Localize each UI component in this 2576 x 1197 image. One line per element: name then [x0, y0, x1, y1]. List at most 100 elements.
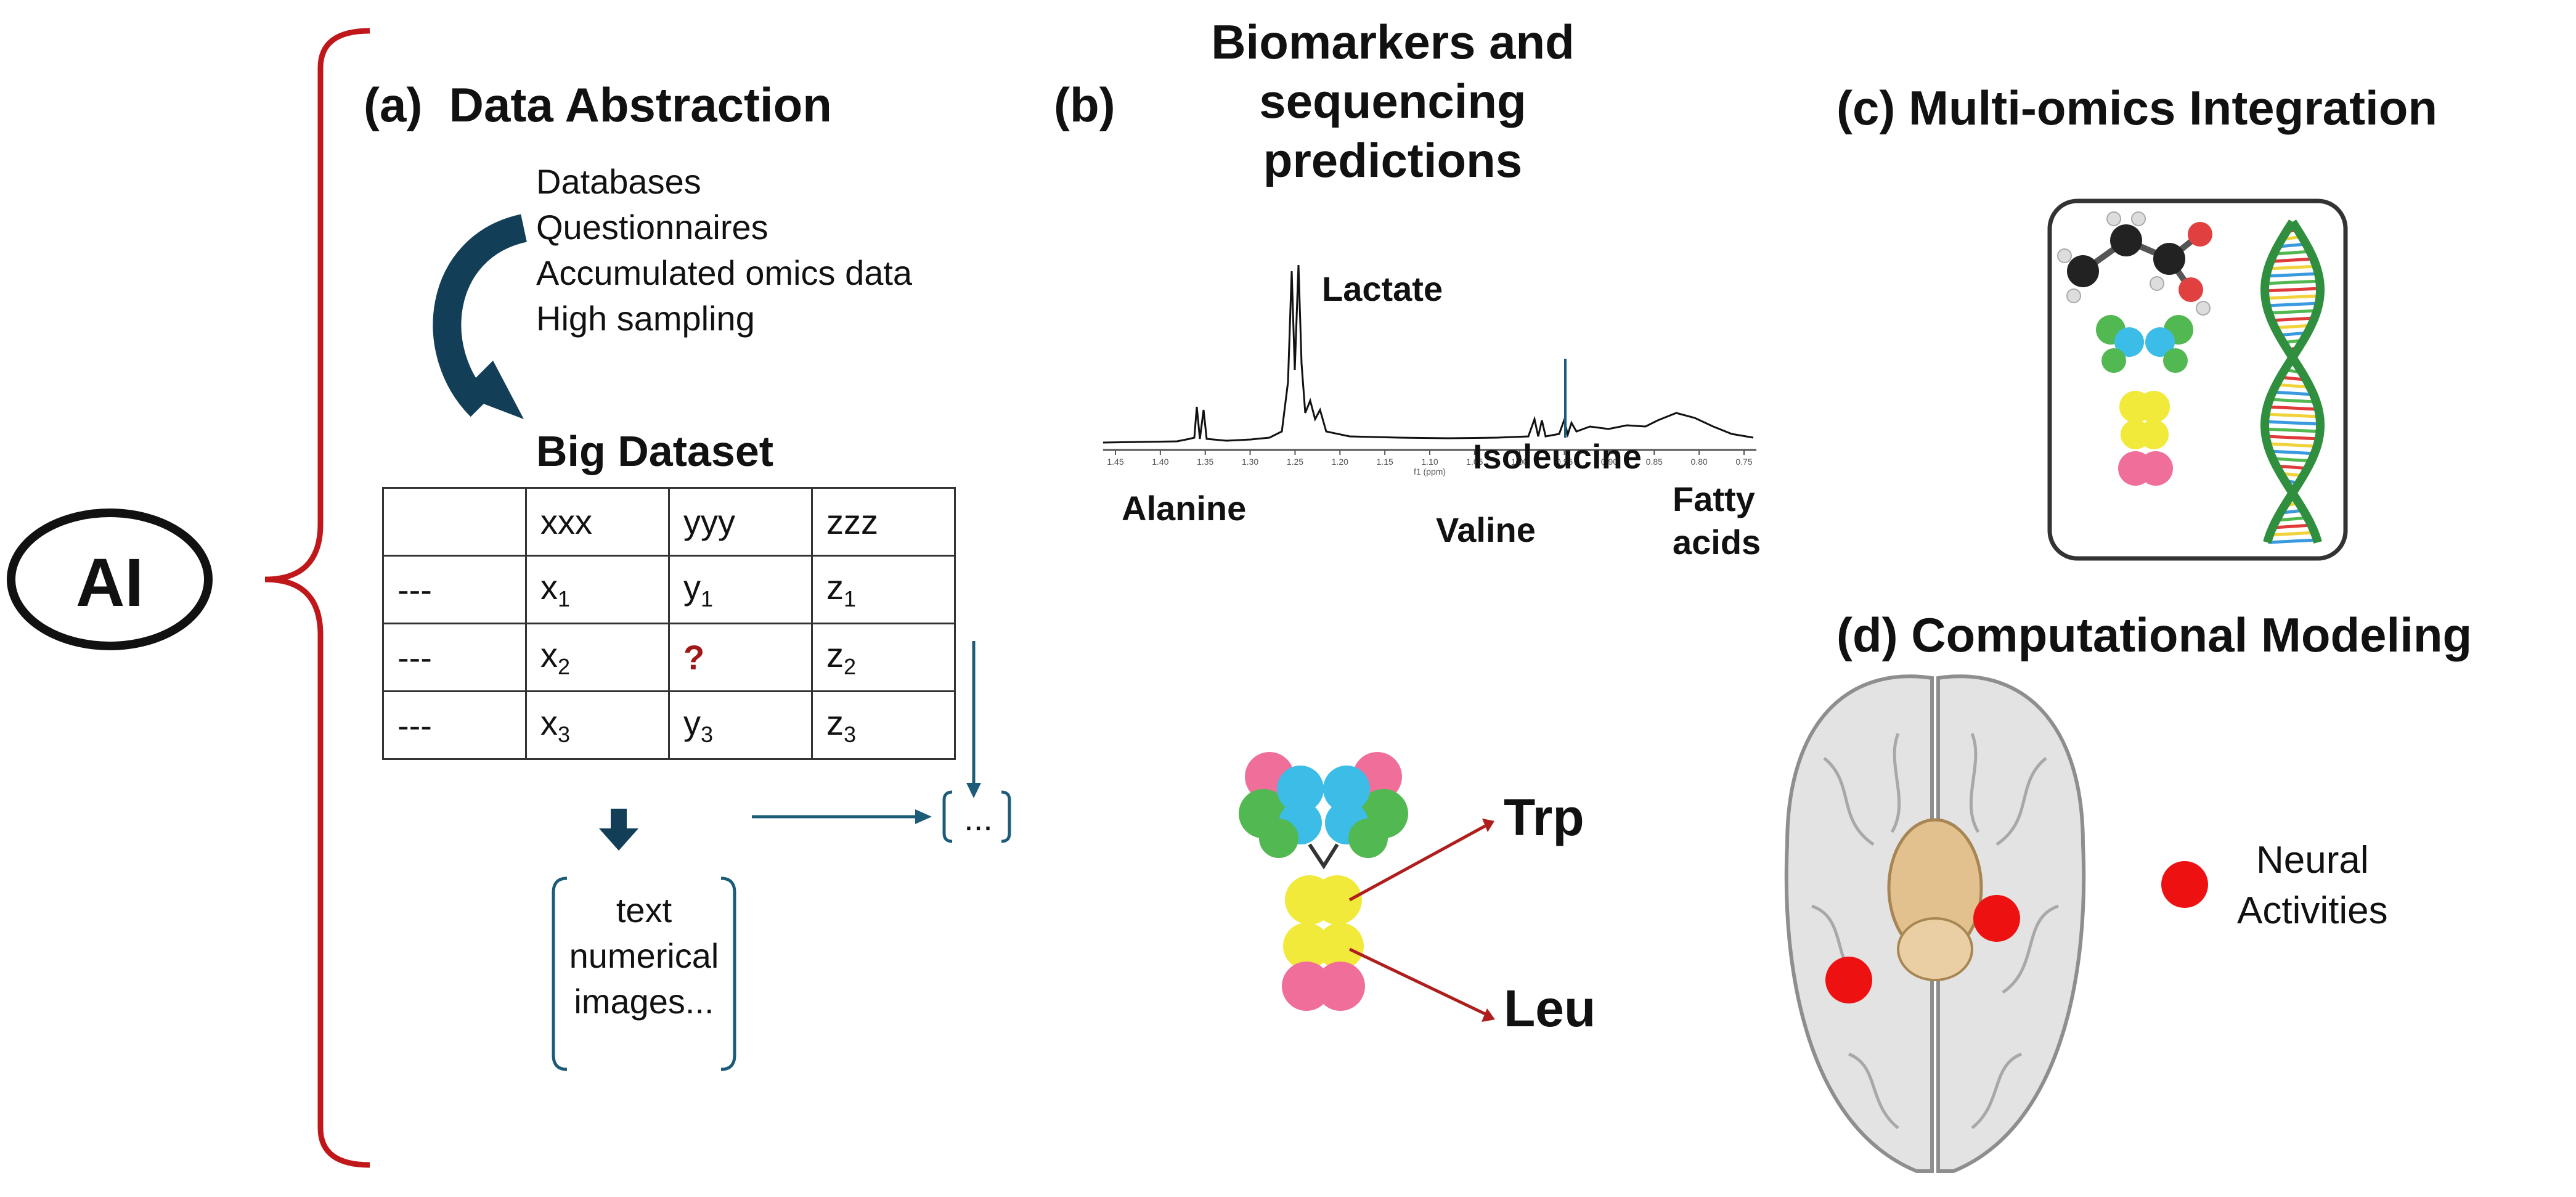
output-type: images... [574, 982, 714, 1021]
table-cell: x1 [525, 555, 670, 624]
dna-rung [2266, 301, 2319, 308]
source-item: Accumulated omics data [536, 253, 913, 292]
panel-b-title: Biomarkers and sequencing predictions [1211, 15, 1575, 187]
dna-helix-icon [2260, 219, 2325, 544]
antibody-small-icon [2096, 315, 2193, 486]
ppm-tick-label: 1.25 [1287, 457, 1303, 467]
arrow-to-leu-icon [1482, 1008, 1495, 1022]
ppm-tick-label: 1.15 [1377, 457, 1393, 467]
dna-rung [2277, 516, 2308, 522]
dna-strand [2260, 219, 2325, 544]
brain-illustration [1784, 674, 2086, 1173]
dna-rung [2267, 405, 2318, 411]
amino-acid-leu: Leu [1504, 979, 1596, 1037]
dna-rung [2271, 257, 2314, 263]
dna-rung [2265, 435, 2320, 441]
table-cell: z2 [811, 623, 956, 692]
dna-rung [2273, 523, 2312, 529]
missing-value-mark: ? [683, 638, 705, 677]
table-row: --- x1 y1 z1 [382, 555, 956, 624]
table-header-cell: xxx [525, 487, 670, 557]
dna-rung [2273, 324, 2312, 330]
panel-c-title: (c) Multi-omics Integration [1836, 81, 2437, 135]
ppm-tick-label: 1.45 [1107, 457, 1123, 467]
ppm-tick-label: 0.75 [1735, 457, 1752, 467]
peak-label-fatty-acids: Fatty acids [1673, 480, 1761, 562]
table-row: --- x3 y3 z3 [382, 690, 956, 760]
down-arrow-icon [966, 783, 981, 798]
dna-rung [2266, 272, 2319, 278]
bold-down-arrow-icon [599, 828, 638, 851]
table-cell: --- [382, 623, 527, 692]
panel-b-label: (b) [1054, 78, 1115, 132]
antibody-icon [1239, 752, 1408, 1011]
dna-rung [2269, 449, 2316, 456]
dna-strand [2260, 219, 2325, 544]
table-header-cell: zzz [811, 487, 956, 557]
dna-rung [2265, 427, 2320, 433]
ai-bracket-group [7, 28, 370, 1168]
ai-label: AI [76, 545, 144, 621]
ppm-tick-label: 1.20 [1332, 457, 1348, 467]
dna-rung [2270, 316, 2315, 322]
dna-rung [2272, 390, 2313, 396]
ai-circle [7, 509, 213, 650]
output-type: text [616, 891, 672, 929]
legend-label: Neural Activities [2237, 839, 2388, 932]
curly-bracket [264, 28, 370, 1168]
dna-rung [2268, 538, 2317, 544]
ppm-tick-label: 1.35 [1197, 457, 1213, 467]
spectrum-trace [1103, 264, 1754, 444]
ppm-tick-label: 0.85 [1646, 457, 1663, 467]
big-dataset-table: xxx yyy zzz --- x1 y1 z1 --- x2 ? z2 ---… [382, 487, 956, 760]
legend-dot-icon [2161, 861, 2208, 908]
table-cell: --- [382, 690, 527, 760]
table-cell: z3 [811, 690, 956, 760]
multi-omics-box [2047, 198, 2348, 561]
ellipsis-label: ... [964, 799, 993, 838]
dna-rung [2267, 442, 2318, 448]
right-arrow-icon [915, 809, 932, 824]
peak-label-lactate: Lactate [1322, 269, 1443, 308]
ppm-tick-label: 1.30 [1242, 457, 1258, 467]
peak-label-isoleucine: Isoleucine [1473, 437, 1642, 476]
peak-label-valine: Valine [1436, 510, 1536, 549]
panel-a-arrows [552, 641, 1011, 1071]
output-types-list: text numerical images... [555, 888, 733, 1024]
x-axis-label: f1 (ppm) [1414, 467, 1446, 476]
source-item: High sampling [536, 299, 755, 338]
dna-rung [2275, 250, 2310, 256]
ppm-tick-label: 1.00 [1511, 457, 1528, 467]
missing-value-cell: ? [668, 623, 813, 692]
dna-rung [2268, 264, 2317, 271]
table-row: --- x2 ? z2 [382, 623, 956, 692]
molecule-icon [2057, 211, 2212, 316]
ppm-tick-label: 0.80 [1691, 457, 1708, 467]
brain-icon [1784, 674, 2086, 1173]
neural-activity-dot [1825, 957, 1872, 1003]
table-cell: y3 [668, 690, 813, 760]
dna-rung [2265, 279, 2320, 285]
table-cell: y1 [668, 555, 813, 624]
arrow-to-trp-icon [1482, 819, 1494, 832]
table-cell: z1 [811, 555, 956, 624]
neural-activity-dot [1973, 895, 2020, 942]
ppm-tick-label: 1.40 [1152, 457, 1168, 467]
panel-d-title: (d) Computational Modeling [1836, 608, 2472, 662]
peak-label-alanine: Alanine [1122, 489, 1247, 528]
data-sources-list: Databases Questionnaires Accumulated omi… [536, 161, 912, 344]
dna-rung [2272, 457, 2313, 463]
table-cell: --- [382, 555, 527, 624]
big-dataset-title: Big Dataset [536, 427, 774, 475]
amino-acid-trp: Trp [1504, 788, 1584, 846]
table-header-cell [382, 487, 527, 557]
ppm-tick-label: 0.90 [1601, 457, 1618, 467]
dna-rung [2265, 412, 2320, 419]
panel-a-title: (a) Data Abstraction [364, 78, 832, 132]
dna-rung [2270, 531, 2315, 537]
dna-rung [2265, 294, 2320, 300]
table-cell: x3 [525, 690, 670, 760]
dna-rung [2265, 420, 2320, 426]
